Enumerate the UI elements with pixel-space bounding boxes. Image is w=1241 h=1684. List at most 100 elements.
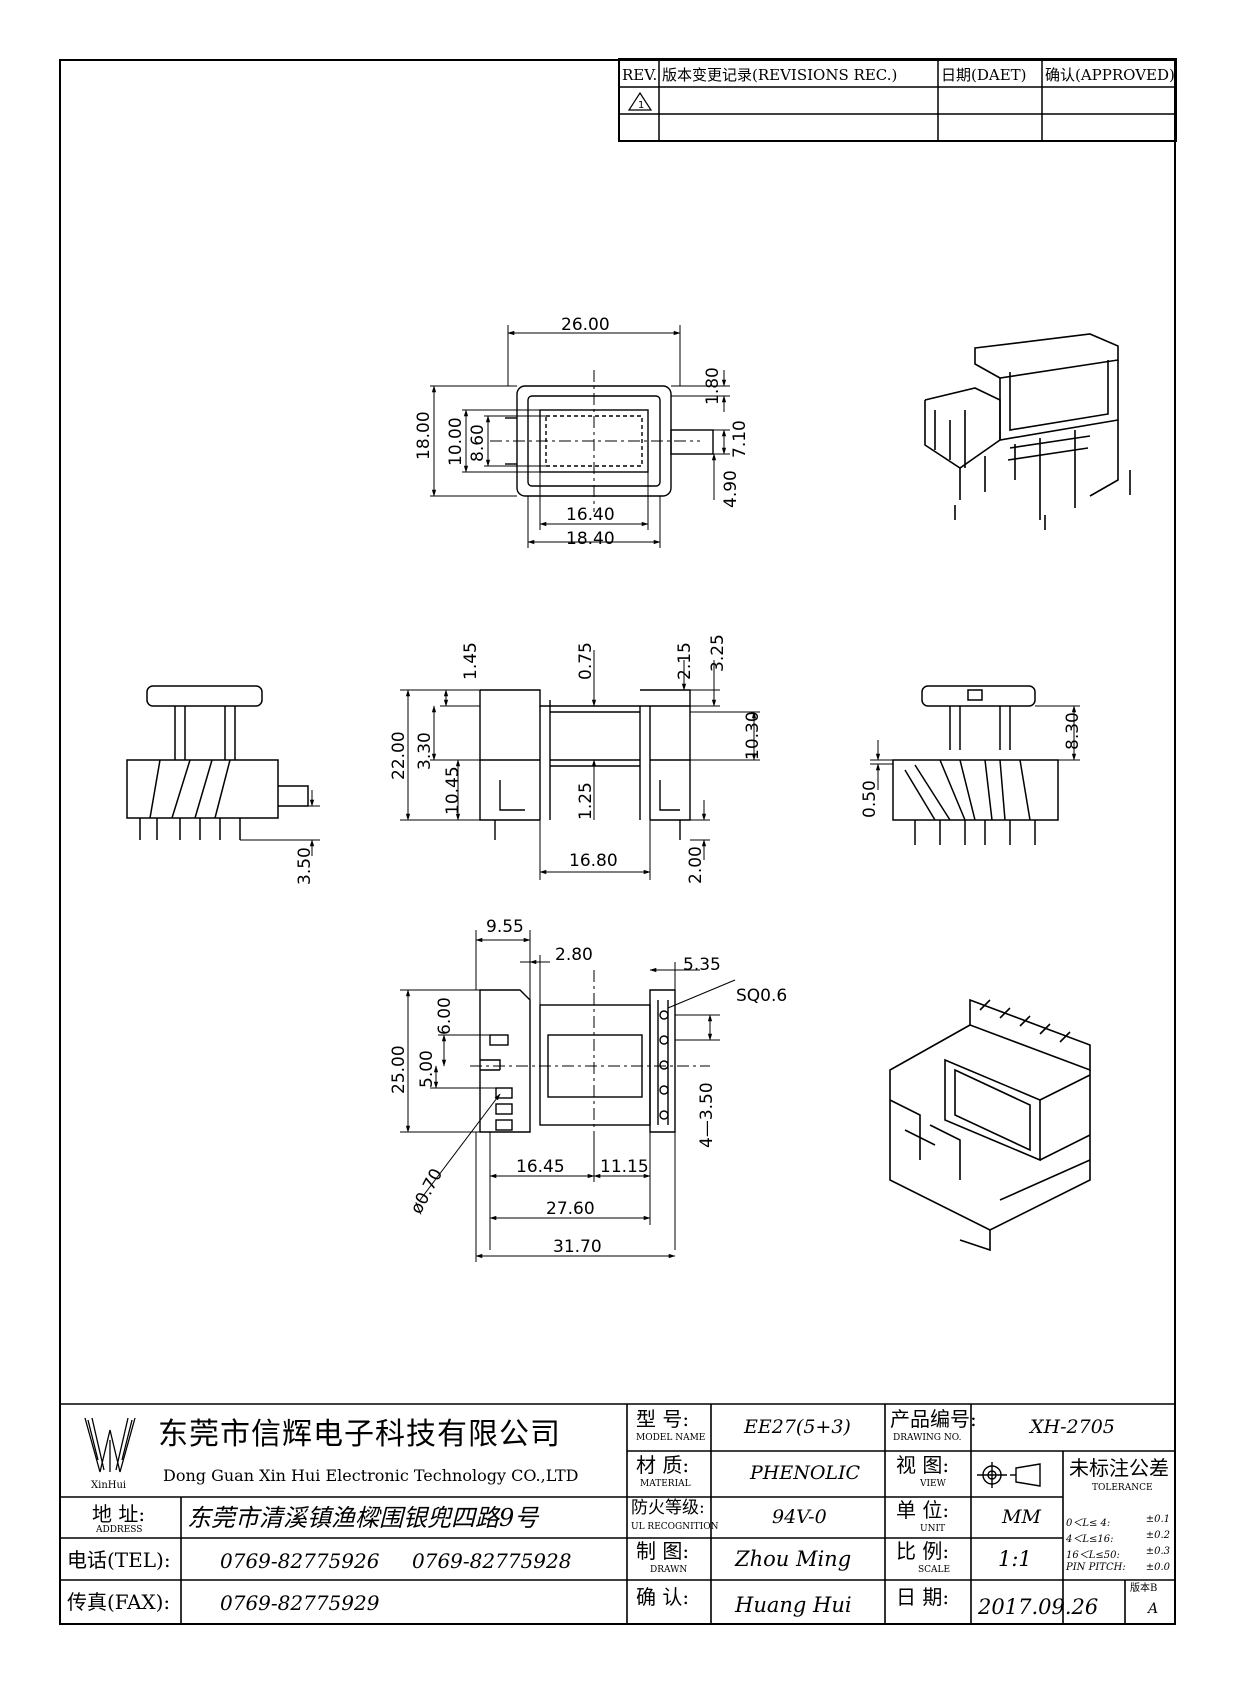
date-label: 日 期:: [896, 1585, 950, 1609]
dim-10-45: 10.45: [443, 766, 463, 815]
tolerance-value: ±0.3: [1145, 1546, 1170, 1557]
unit-label-en: UNIT: [920, 1524, 946, 1534]
view-label-en: VIEW: [920, 1479, 946, 1489]
view-symbol-icon: [977, 1462, 1041, 1488]
drawing-frame: [59, 59, 1176, 1625]
dim-sq0-6: SQ0.6: [736, 986, 787, 1006]
tel-label: 电话(TEL):: [67, 1548, 171, 1572]
tel-value-1: 0769-82775926: [220, 1549, 380, 1573]
title-block-grid: [59, 1403, 1176, 1625]
tolerance-row: 0＜L≤ 4: ±0.1: [1066, 1514, 1176, 1530]
svg-text:1: 1: [638, 100, 644, 111]
material-value: PHENOLIC: [750, 1462, 861, 1484]
address-label-en: ADDRESS: [96, 1525, 143, 1535]
dim-9-55: 9.55: [486, 917, 524, 937]
model-label: 型 号:: [636, 1407, 690, 1431]
dim-25-00: 25.00: [389, 1045, 409, 1094]
dim-2-00: 2.00: [686, 846, 706, 884]
tolerance-value: ±0.0: [1145, 1562, 1170, 1573]
tolerance-list: 0＜L≤ 4: ±0.1 4＜L≤16: ±0.2 16＜L≤50: ±0.3 …: [1066, 1514, 1176, 1578]
left-view-dims: [240, 790, 320, 856]
dim-10-30: 10.30: [743, 711, 763, 760]
company-name-en: Dong Guan Xin Hui Electronic Technology …: [163, 1466, 579, 1485]
tolerance-range: PIN PITCH:: [1066, 1562, 1126, 1573]
record-header: 版本变更记录(REVISIONS REC.): [662, 66, 897, 84]
unit-label: 单 位:: [896, 1498, 950, 1522]
dim-1-45: 1.45: [461, 642, 481, 680]
drawing-no-value: XH-2705: [1030, 1416, 1115, 1438]
fax-label: 传真(FAX):: [67, 1590, 171, 1614]
dim-4-90: 4.90: [721, 470, 741, 508]
top-view: [490, 370, 714, 512]
tolerance-range: 4＜L≤16:: [1066, 1534, 1114, 1545]
scale-label-en: SCALE: [918, 1565, 951, 1575]
material-label: 材 质:: [636, 1453, 690, 1477]
revision-delta-1-icon: 1: [627, 91, 653, 111]
tolerance-range: 16＜L≤50:: [1066, 1550, 1120, 1561]
ul-value: 94V-0: [772, 1506, 827, 1528]
dim-5-00: 5.00: [417, 1050, 437, 1088]
tolerance-title: 未标注公差: [1069, 1456, 1169, 1480]
ul-label: 防火等级:: [631, 1498, 705, 1518]
tolerance-range: 0＜L≤ 4:: [1066, 1518, 1111, 1529]
scale-label: 比 例:: [896, 1539, 950, 1563]
dim-18-00: 18.00: [414, 411, 434, 460]
address-value: 东莞市清溪镇渔樑围银兜四路9号: [187, 1504, 539, 1532]
right-side-view: [892, 685, 1059, 845]
drawn-value: Zhou Ming: [735, 1547, 852, 1571]
dim-3-25: 3.25: [708, 634, 728, 672]
dim-3-50: 3.50: [295, 847, 315, 885]
dim-8-60: 8.60: [468, 424, 488, 462]
drawing-no-label-en: DRAWING NO.: [893, 1433, 962, 1443]
dim-16-40: 16.40: [566, 505, 615, 525]
version-label: 版本B: [1130, 1583, 1158, 1594]
isometric-bottom-view: [889, 998, 1091, 1252]
right-view-dims: [870, 705, 1080, 790]
revision-headers: REV. 版本变更记录(REVISIONS REC.) 日期(DAET) 确认(…: [622, 66, 1175, 84]
drawn-label-en: DRAWN: [650, 1565, 688, 1575]
isometric-top-view: [924, 333, 1131, 530]
dim-2-80: 2.80: [555, 945, 593, 965]
top-view-dim-labels: 26.00 18.00 10.00 8.60 1.80 7.10 4.90 16…: [414, 315, 750, 549]
dim-6-00: 6.00: [435, 997, 455, 1035]
dim-26-00: 26.00: [561, 315, 610, 335]
address-label: 地 址:: [92, 1502, 146, 1526]
material-label-en: MATERIAL: [640, 1479, 691, 1489]
view-label: 视 图:: [896, 1453, 950, 1477]
company-logo: [84, 1417, 136, 1473]
bottom-view-dim-labels: 9.55 2.80 5.35 SQ0.6 25.00 6.00 5.00 4—3…: [389, 917, 787, 1257]
dim-1-80: 1.80: [703, 367, 723, 405]
right-view-dim-labels: 8.30 0.50: [860, 712, 1083, 818]
front-view-dims: [400, 650, 760, 880]
tolerance-value: ±0.2: [1145, 1530, 1170, 1541]
date-header: 日期(DAET): [941, 66, 1027, 84]
drawn-label: 制 图:: [636, 1539, 690, 1563]
model-value: EE27(5+3): [744, 1416, 851, 1438]
unit-value: MM: [1002, 1506, 1041, 1528]
company-name-cn: 东莞市信辉电子科技有限公司: [158, 1417, 561, 1452]
fax-value: 0769-82775929: [220, 1591, 380, 1615]
top-view-dims: [430, 325, 730, 548]
dim-11-15: 11.15: [600, 1157, 649, 1177]
dim-0-75: 0.75: [576, 642, 596, 680]
tolerance-value: ±0.1: [1145, 1514, 1170, 1525]
rev-header: REV.: [622, 66, 657, 84]
scale-value: 1:1: [998, 1547, 1032, 1571]
dim-27-60: 27.60: [546, 1199, 595, 1219]
dim-10-00: 10.00: [446, 417, 466, 466]
dim-dia-0-70: ø0.70: [407, 1165, 447, 1217]
model-label-en: MODEL NAME: [636, 1433, 706, 1443]
left-side-view: [126, 685, 309, 840]
dim-3-30: 3.30: [415, 732, 435, 770]
tolerance-row: 16＜L≤50: ±0.3: [1066, 1546, 1176, 1562]
dim-0-50: 0.50: [860, 780, 880, 818]
dim-8-30: 8.30: [1063, 712, 1083, 750]
logo-text: XinHui: [91, 1480, 126, 1491]
tel-value-2: 0769-82775928: [412, 1549, 572, 1573]
ul-label-en: UL RECOGNITION: [631, 1522, 719, 1532]
dim-4-3-50: 4—3.50: [697, 1082, 717, 1148]
dim-16-80: 16.80: [569, 851, 618, 871]
check-value: Huang Hui: [735, 1593, 852, 1617]
front-view-dim-labels: 1.45 0.75 2.15 3.25 22.00 3.30 10.30 10.…: [389, 634, 763, 884]
